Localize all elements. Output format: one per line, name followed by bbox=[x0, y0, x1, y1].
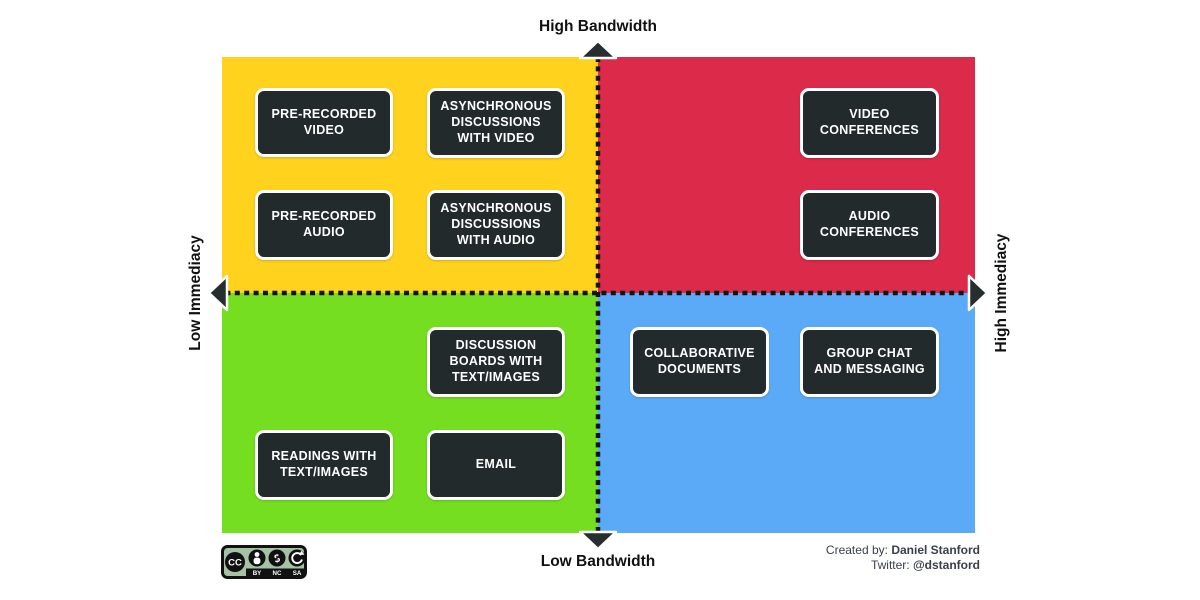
item-video-conferences: VIDEO CONFERENCES bbox=[800, 88, 939, 158]
license-label-sa: SA bbox=[293, 570, 302, 577]
item-pre-recorded-audio: PRE-RECORDED AUDIO bbox=[255, 190, 393, 260]
item-audio-conferences: AUDIO CONFERENCES bbox=[800, 190, 939, 260]
credit-line-created-by: Created by: Daniel Stanford bbox=[826, 543, 980, 558]
item-asynchronous-discussions-with-audio: ASYNCHRONOUS DISCUSSIONS WITH AUDIO bbox=[427, 190, 565, 260]
svg-text:CC: CC bbox=[228, 558, 242, 569]
axis-label-high-bandwidth: High Bandwidth bbox=[539, 18, 657, 35]
cc-icon: CC bbox=[225, 552, 245, 572]
axis-label-low-immediacy: Low Immediacy bbox=[187, 235, 204, 351]
license-label-by: BY bbox=[253, 570, 262, 577]
license-label-strip bbox=[246, 568, 304, 577]
credit-twitter-handle: @dstanford bbox=[912, 557, 980, 572]
axis-label-high-immediacy: High Immediacy bbox=[993, 233, 1010, 353]
cc-by-nc-sa-license-badge: CC $ BY NC SA bbox=[221, 545, 307, 579]
item-email: EMAIL bbox=[427, 430, 565, 500]
arrow-down-icon bbox=[578, 530, 618, 551]
credit-line-twitter: Twitter: @dstanford bbox=[826, 558, 980, 573]
item-asynchronous-discussions-with-video: ASYNCHRONOUS DISCUSSIONS WITH VIDEO bbox=[427, 88, 565, 158]
license-label-nc: NC bbox=[273, 570, 282, 577]
item-collaborative-documents: COLLABORATIVE DOCUMENTS bbox=[630, 327, 769, 397]
arrow-up-icon bbox=[578, 39, 618, 60]
credits: Created by: Daniel Stanford Twitter: @ds… bbox=[826, 543, 980, 572]
by-person-icon bbox=[248, 549, 266, 567]
credit-created-by-label: Created by: bbox=[825, 543, 888, 557]
item-readings-with-text-images: READINGS WITH TEXT/IMAGES bbox=[255, 430, 393, 500]
sa-arrow-icon bbox=[288, 549, 306, 567]
credit-author-name: Daniel Stanford bbox=[891, 543, 980, 557]
item-discussion-boards-with-text-images: DISCUSSION BOARDS WITH TEXT/IMAGES bbox=[427, 327, 565, 397]
item-group-chat-and-messaging: GROUP CHAT AND MESSAGING bbox=[800, 327, 939, 397]
nc-dollar-icon: $ bbox=[268, 549, 286, 567]
item-pre-recorded-video: PRE-RECORDED VIDEO bbox=[255, 88, 393, 157]
axis-label-low-bandwidth: Low Bandwidth bbox=[540, 553, 656, 570]
credit-twitter-label: Twitter: bbox=[870, 557, 910, 572]
